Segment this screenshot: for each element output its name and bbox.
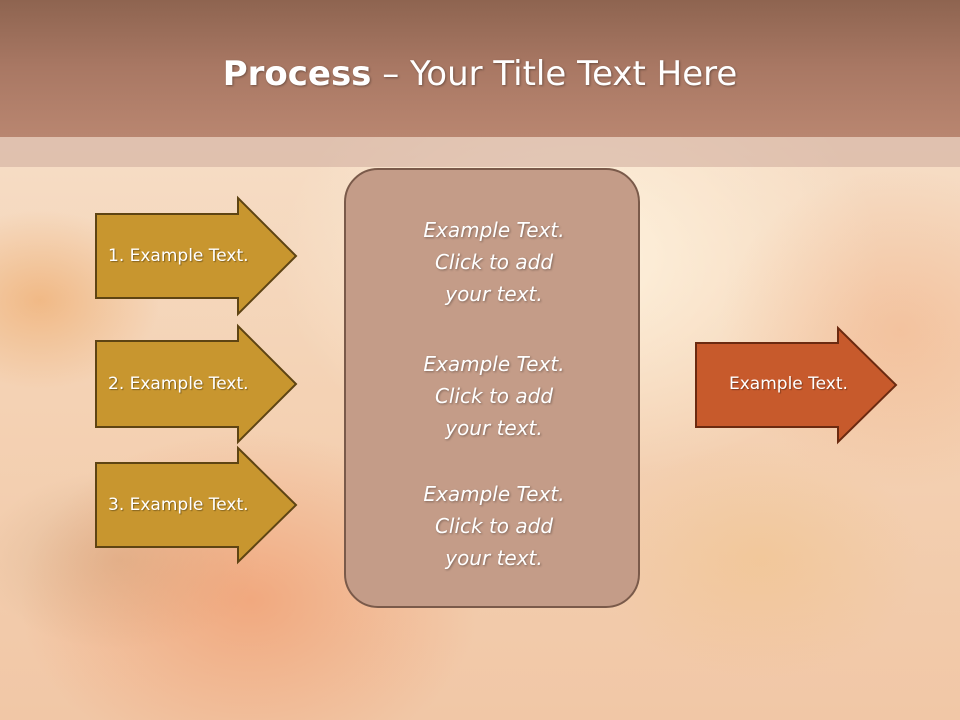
title-bar — [0, 0, 960, 137]
title-bold: Process — [222, 54, 372, 94]
center-line: Click to add — [434, 250, 554, 274]
center-line: Click to add — [434, 514, 554, 538]
slide-title[interactable]: Process – Your Title Text Here — [0, 52, 960, 96]
result-arrow[interactable] — [695, 325, 898, 445]
title-rest: – Your Title Text Here — [371, 54, 738, 94]
step-arrow-1[interactable] — [95, 195, 298, 317]
center-line: your text. — [445, 282, 543, 306]
center-block-3: Example Text. Click to add your text. — [346, 478, 642, 574]
step-label-3: 3. Example Text. — [108, 495, 249, 515]
center-block-2: Example Text. Click to add your text. — [346, 348, 642, 444]
step-arrow-2[interactable] — [95, 323, 298, 445]
center-line: Example Text. — [423, 352, 565, 376]
step-label-2: 2. Example Text. — [108, 374, 249, 394]
center-line: Click to add — [434, 384, 554, 408]
center-line: Example Text. — [423, 218, 565, 242]
step-label-1: 1. Example Text. — [108, 246, 249, 266]
title-strip — [0, 137, 960, 167]
center-line: your text. — [445, 546, 543, 570]
step-arrow-3[interactable] — [95, 445, 298, 565]
center-block-1: Example Text. Click to add your text. — [346, 214, 642, 310]
center-line: your text. — [445, 416, 543, 440]
center-line: Example Text. — [423, 482, 565, 506]
center-text-box[interactable]: Example Text. Click to add your text. Ex… — [344, 168, 640, 608]
result-label: Example Text. — [729, 374, 848, 394]
